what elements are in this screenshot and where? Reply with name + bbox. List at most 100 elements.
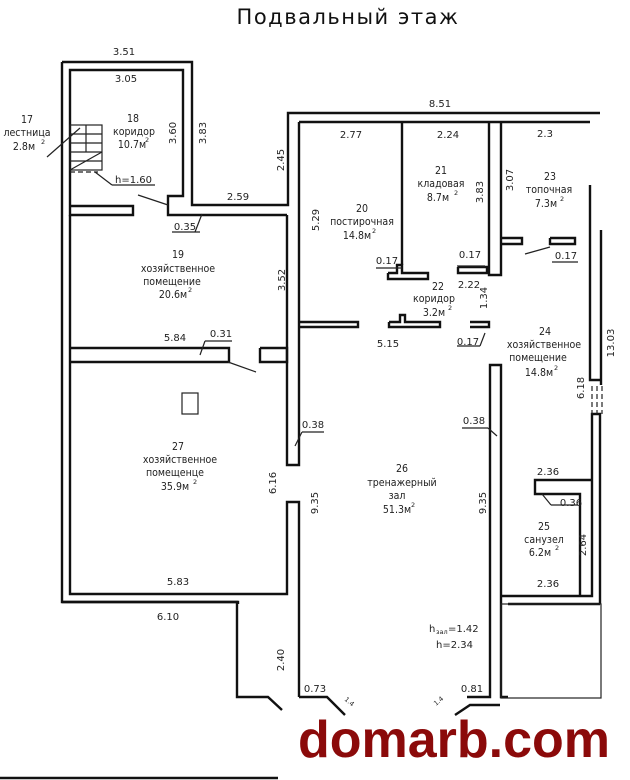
svg-text:3.60: 3.60 bbox=[168, 122, 179, 144]
corridor-259-wall bbox=[166, 206, 287, 217]
room-19-label: 19 хозяйственное помещение 20.6м 2 bbox=[141, 249, 215, 301]
svg-text:2: 2 bbox=[188, 286, 192, 294]
svg-text:26: 26 bbox=[396, 463, 408, 475]
svg-text:19: 19 bbox=[172, 249, 184, 261]
svg-text:51.3м: 51.3м bbox=[383, 504, 411, 516]
outer-right-wall bbox=[588, 185, 600, 382]
svg-text:0.17: 0.17 bbox=[376, 256, 398, 267]
room19-27-left-inner bbox=[68, 215, 289, 596]
svg-text:помещение: помещение bbox=[143, 276, 201, 288]
svg-text:2.36: 2.36 bbox=[537, 579, 559, 590]
svg-text:2: 2 bbox=[372, 227, 376, 235]
partition-22-bottom-right bbox=[470, 320, 491, 329]
svg-text:0.17: 0.17 bbox=[555, 251, 577, 262]
svg-text:0.38: 0.38 bbox=[302, 420, 324, 431]
svg-text:0.81: 0.81 bbox=[461, 684, 483, 695]
dimensions: 3.51 3.05 3.60 3.83 2.45 2.59 0.35 8.51 … bbox=[113, 47, 617, 708]
svg-text:хозяйственное: хозяйственное bbox=[507, 339, 581, 351]
svg-text:2: 2 bbox=[554, 364, 558, 372]
partition-19-27 bbox=[70, 346, 231, 364]
svg-text:5.84: 5.84 bbox=[164, 333, 186, 344]
svg-text:35.9м: 35.9м bbox=[161, 481, 189, 493]
room18-partition-left bbox=[68, 204, 135, 217]
svg-text:2.22: 2.22 bbox=[458, 280, 480, 291]
svg-text:20: 20 bbox=[356, 203, 368, 215]
svg-text:0.38: 0.38 bbox=[463, 416, 485, 427]
room-labels: 17 лестница 2.8м 2 18 коридор 10.7м 2 19… bbox=[3, 113, 581, 559]
svg-text:5.83: 5.83 bbox=[167, 577, 189, 588]
svg-text:14.8м: 14.8м bbox=[525, 367, 553, 379]
svg-text:2.24: 2.24 bbox=[437, 130, 459, 141]
room-27-label: 27 хозяйственное помещенце 35.9м 2 bbox=[143, 441, 217, 493]
svg-text:18: 18 bbox=[127, 113, 139, 125]
wall-left-hall-bottom bbox=[285, 500, 301, 697]
svg-text:2.36: 2.36 bbox=[537, 467, 559, 478]
svg-text:зал: зал bbox=[436, 628, 448, 636]
partition-22-bottom-left bbox=[300, 320, 360, 329]
svg-text:3.05: 3.05 bbox=[115, 74, 137, 85]
svg-text:3.07: 3.07 bbox=[505, 169, 516, 191]
svg-text:21: 21 bbox=[435, 165, 447, 177]
svg-text:6.18: 6.18 bbox=[576, 377, 587, 399]
svg-text:2.59: 2.59 bbox=[227, 192, 249, 203]
svg-text:13.03: 13.03 bbox=[606, 329, 617, 358]
svg-text:2: 2 bbox=[555, 544, 559, 552]
pillar-square bbox=[181, 392, 199, 415]
room-25-label: 25 санузел 6.2м 2 bbox=[524, 521, 564, 559]
svg-text:2.3: 2.3 bbox=[537, 129, 553, 140]
svg-text:2: 2 bbox=[448, 304, 452, 312]
svg-text:0.17: 0.17 bbox=[459, 250, 481, 261]
svg-text:0.73: 0.73 bbox=[304, 684, 326, 695]
total-height: h=2.34 bbox=[436, 640, 473, 651]
stair-height: h=1.60 bbox=[115, 175, 152, 186]
svg-text:хозяйственное: хозяйственное bbox=[143, 454, 217, 466]
svg-text:постирочная: постирочная bbox=[330, 216, 394, 228]
svg-text:0.36: 0.36 bbox=[560, 498, 582, 509]
partition-19-27-right bbox=[258, 346, 289, 364]
hall-height-label: h bbox=[429, 624, 435, 635]
svg-text:23: 23 bbox=[544, 171, 556, 183]
svg-text:хозяйственное: хозяйственное bbox=[141, 263, 215, 275]
floor-title: Подвальный этаж bbox=[237, 5, 460, 29]
svg-text:1.4: 1.4 bbox=[343, 695, 356, 708]
svg-text:6.16: 6.16 bbox=[268, 472, 279, 494]
svg-text:0.17: 0.17 bbox=[457, 337, 479, 348]
svg-text:помещенце: помещенце bbox=[146, 467, 204, 479]
room-24-label: 24 хозяйственное помещение 14.8м 2 bbox=[507, 326, 581, 379]
svg-text:лестница: лестница bbox=[3, 127, 50, 139]
svg-text:тренажерный: тренажерный bbox=[367, 477, 436, 489]
svg-text:17: 17 bbox=[21, 114, 33, 126]
room-26-label: 26 тренажерный зал 51.3м 2 bbox=[367, 463, 436, 516]
outer-wall-bottom-left bbox=[62, 600, 283, 711]
svg-text:2.40: 2.40 bbox=[276, 649, 287, 671]
stair-icon bbox=[69, 124, 103, 173]
svg-text:2: 2 bbox=[560, 195, 564, 203]
svg-text:5.15: 5.15 bbox=[377, 339, 399, 350]
partition-22-right bbox=[456, 265, 489, 275]
walls bbox=[60, 60, 603, 716]
annex-outline bbox=[500, 603, 602, 699]
height-notes: h=1.60 h зал =1.42 h=2.34 bbox=[115, 175, 479, 651]
wall-21-right bbox=[487, 122, 503, 277]
svg-text:7.3м: 7.3м bbox=[535, 198, 557, 210]
svg-text:0.31: 0.31 bbox=[210, 329, 232, 340]
room25-partition bbox=[533, 478, 592, 596]
svg-text:1.4: 1.4 bbox=[432, 695, 445, 708]
svg-text:коридор: коридор bbox=[413, 293, 455, 305]
svg-text:2: 2 bbox=[41, 138, 45, 146]
svg-text:3.83: 3.83 bbox=[198, 122, 209, 144]
svg-text:25: 25 bbox=[538, 521, 550, 533]
svg-text:3.2м: 3.2м bbox=[423, 307, 445, 319]
room-23-label: 23 топочная 7.3м 2 bbox=[526, 171, 572, 210]
svg-text:2: 2 bbox=[193, 478, 197, 486]
svg-text:2.8м: 2.8м bbox=[13, 141, 35, 153]
svg-text:2.45: 2.45 bbox=[276, 149, 287, 171]
svg-text:топочная: топочная bbox=[526, 184, 572, 196]
room-18-label: 18 коридор 10.7м 2 bbox=[113, 113, 155, 151]
room-21-label: 21 кладовая 8.7м 2 bbox=[418, 165, 465, 204]
outer-right-bottom bbox=[501, 412, 602, 604]
room-20-label: 20 постирочная 14.8м 2 bbox=[330, 203, 394, 242]
svg-text:3.52: 3.52 bbox=[277, 269, 288, 291]
hall-bottom-left bbox=[299, 695, 346, 716]
